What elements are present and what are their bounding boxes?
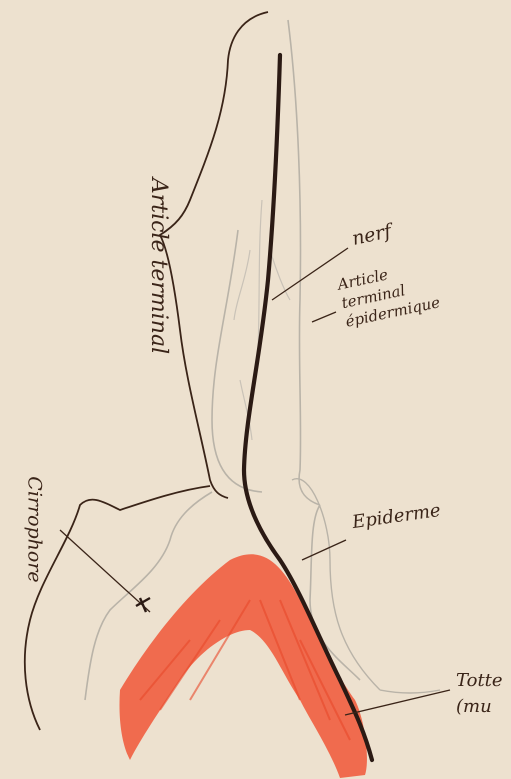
leader-cirrophore — [60, 530, 150, 612]
label-cirrophore: Cirrophore — [25, 450, 44, 610]
leader-tottes — [345, 690, 450, 715]
leader-article-epi — [312, 312, 336, 322]
leader-nerf — [272, 248, 348, 300]
label-article-terminal: Article terminal — [147, 116, 169, 416]
muscle-mass — [119, 554, 366, 778]
leader-epiderme — [302, 540, 346, 560]
article-outline — [160, 12, 268, 498]
label-tottes-line2: (mu — [456, 698, 503, 716]
label-tottes: Totte (mu — [456, 672, 503, 716]
label-tottes-line1: Totte — [456, 672, 503, 690]
